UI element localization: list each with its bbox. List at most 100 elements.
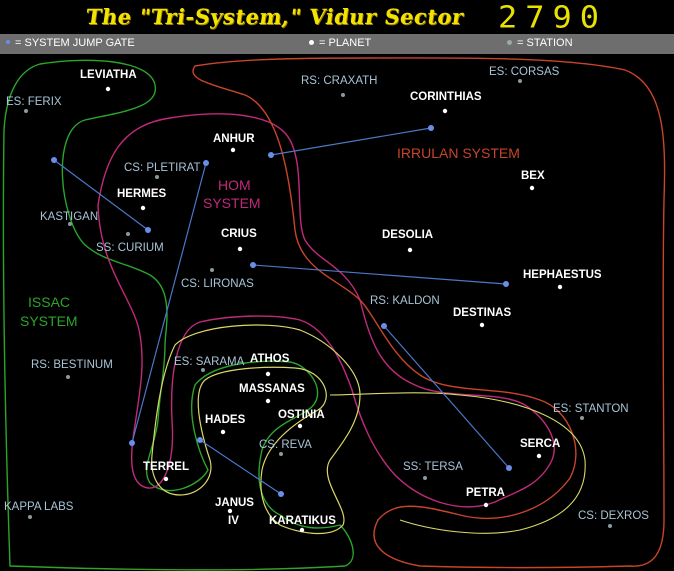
planet-label-hermes: HERMES (117, 188, 167, 200)
planet-dot[interactable] (140, 205, 146, 211)
station-dot[interactable] (126, 232, 130, 236)
map-year: 2790 (498, 0, 608, 36)
irrulan-system-boundary (192, 57, 666, 569)
planet-dot[interactable] (265, 398, 271, 404)
station-label-dexros: CS: DEXROS (578, 510, 649, 522)
jump-gate-routes (53, 127, 510, 495)
legend-gate: = SYSTEM JUMP GATE (6, 37, 135, 49)
station-label-ferix: ES: FERIX (6, 96, 62, 108)
planet-label-anhur: ANHUR (213, 133, 255, 145)
station-dot[interactable] (279, 452, 283, 456)
planet-dot[interactable] (220, 429, 226, 435)
inner-route-loop-2 (329, 392, 586, 534)
gate-route-pletirat-terrel (131, 162, 207, 444)
hom-system-label-2: SYSTEM (203, 195, 261, 211)
planet-dot[interactable] (237, 246, 243, 252)
station-label-pletirat: CS: PLETIRAT (124, 162, 200, 174)
jump-gate-node[interactable] (381, 323, 387, 329)
jump-gate-node[interactable] (506, 465, 512, 471)
jump-gate-node[interactable] (145, 227, 151, 233)
planet-label-serca: SERCA (520, 438, 560, 450)
jump-gate-node[interactable] (203, 160, 209, 166)
planet-label-hephaestus: HEPHAESTUS (523, 269, 602, 281)
jump-gate-node[interactable] (268, 152, 274, 158)
gate-route-hades-karatikus (199, 439, 282, 495)
gate-route-kaldon-serca (383, 325, 510, 469)
planet-label-crius: CRIUS (221, 228, 257, 240)
jump-gate-icon (6, 40, 10, 45)
planet-label-terrel: TERREL (143, 461, 189, 473)
issac-system-label-2: SYSTEM (20, 313, 78, 329)
jump-gate-node[interactable] (250, 262, 256, 268)
planet-label-karatikus: KARATIKUS (269, 515, 336, 527)
planet-dot[interactable] (299, 527, 305, 533)
planet-dot[interactable] (163, 476, 169, 482)
station-labels: ES: FERIX RS: CRAXATH ES: CORSAS CS: PLE… (4, 66, 649, 522)
planet-labels: LEVIATHA CORINTHIAS ANHUR BEX HERMES CRI… (80, 69, 602, 527)
sector-map[interactable]: ISSAC SYSTEM HOM SYSTEM IRRULAN SYSTEM (0, 54, 674, 571)
planet-dot[interactable] (105, 86, 111, 92)
planet-markers (105, 86, 563, 533)
planet-label-iv: IV (228, 515, 239, 527)
station-dot[interactable] (518, 79, 522, 83)
station-dot[interactable] (68, 222, 72, 226)
planet-label-bex: BEX (521, 170, 545, 182)
irrulan-system-label: IRRULAN SYSTEM (397, 145, 520, 161)
planet-dot[interactable] (297, 423, 303, 429)
station-dot[interactable] (66, 375, 70, 379)
planet-label-desolia: DESOLIA (382, 229, 433, 241)
jump-gate-node[interactable] (503, 281, 509, 287)
issac-system-boundary (2, 59, 354, 571)
jump-gate-node[interactable] (51, 157, 57, 163)
planet-dot[interactable] (265, 371, 271, 377)
station-dot[interactable] (423, 476, 427, 480)
planet-label-leviatha: LEVIATHA (80, 69, 137, 81)
station-label-reva: CS: REVA (259, 439, 312, 451)
planet-dot[interactable] (442, 108, 448, 114)
legend-gate-label: = SYSTEM JUMP GATE (15, 37, 135, 49)
gate-route-anhur-corinthias (270, 127, 432, 156)
planet-dot[interactable] (230, 147, 236, 153)
legend-planet: = PLANET (309, 37, 371, 49)
station-dot[interactable] (24, 109, 28, 113)
planet-label-athos: ATHOS (250, 353, 290, 365)
station-dot[interactable] (210, 268, 214, 272)
planet-label-janus: JANUS (215, 497, 254, 509)
planet-dot[interactable] (483, 502, 489, 508)
station-dot[interactable] (608, 524, 612, 528)
station-label-tersa: SS: TERSA (403, 461, 463, 473)
jump-gate-node[interactable] (278, 491, 284, 497)
station-dot[interactable] (28, 515, 32, 519)
legend-bar (0, 34, 674, 54)
station-label-kastigan: KASTIGAN (40, 211, 98, 223)
legend-station: = STATION (507, 37, 573, 49)
station-dot[interactable] (341, 93, 345, 97)
station-label-stanton: ES: STANTON (553, 403, 629, 415)
inner-route-loop (151, 324, 361, 535)
station-label-kaldon: RS: KALDON (370, 295, 440, 307)
issac-system-label: ISSAC (28, 294, 70, 310)
planet-label-massanas: MASSANAS (239, 383, 305, 395)
jump-gate-node[interactable] (197, 437, 203, 443)
planet-dot[interactable] (557, 284, 563, 290)
hom-system-boundary (97, 113, 555, 508)
planet-dot[interactable] (407, 247, 413, 253)
station-dot[interactable] (155, 175, 159, 179)
station-dot[interactable] (580, 416, 584, 420)
jump-gate-node[interactable] (428, 125, 434, 131)
planet-dot[interactable] (529, 185, 535, 191)
station-label-sarama: ES: SARAMA (174, 356, 245, 368)
station-label-corsas: ES: CORSAS (489, 66, 560, 78)
station-label-curium: SS: CURIUM (96, 242, 164, 254)
station-label-bestinum: RS: BESTINUM (31, 359, 113, 371)
gate-route-lironas-hephaestus (252, 264, 507, 285)
jump-gate-node[interactable] (129, 440, 135, 446)
legend-station-label: = STATION (517, 37, 573, 49)
jump-gates (51, 125, 512, 497)
planet-dot[interactable] (536, 453, 542, 459)
planet-dot[interactable] (227, 508, 233, 514)
planet-label-corinthias: CORINTHIAS (410, 91, 482, 103)
planet-dot[interactable] (479, 322, 485, 328)
station-dot[interactable] (201, 368, 205, 372)
legend-planet-label: = PLANET (319, 37, 372, 49)
